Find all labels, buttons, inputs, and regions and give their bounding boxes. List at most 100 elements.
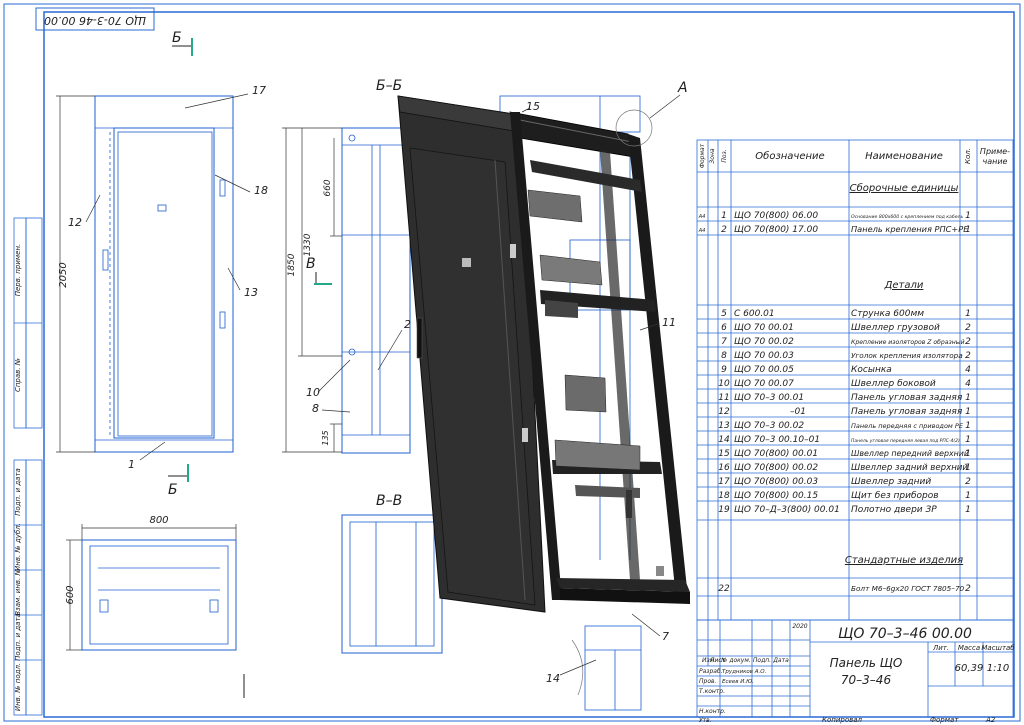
- spec-row-format: А4: [698, 228, 706, 234]
- section-mark-v: В: [306, 256, 332, 285]
- spec-row-name: Панель угловая задняя: [851, 393, 963, 403]
- spec-header-designation: Обозначение: [755, 150, 824, 162]
- spec-row-qty: 1: [965, 309, 971, 319]
- tb-name-line1: Панель ЩО: [830, 656, 903, 670]
- spec-row-pos: 11: [718, 393, 729, 403]
- spec-row-name: Полотно двери ЗР: [851, 505, 937, 515]
- spec-row-qty: 1: [965, 463, 971, 473]
- callout-10: 10: [306, 386, 320, 399]
- bottom-detail: 14: [546, 625, 642, 711]
- spec-row-pos: 15: [718, 449, 730, 459]
- callout-14: 14: [546, 672, 560, 685]
- strip-label-dubl: Инв. № дубл.: [14, 523, 22, 571]
- spec-row-designation: С 600.01: [734, 309, 775, 319]
- spec-row-format: А4: [698, 214, 706, 220]
- spec-row-qty: 4: [965, 379, 971, 389]
- section-mark-b-top: Б: [172, 30, 193, 56]
- spec-header-note-2: чание: [983, 157, 1008, 166]
- spec-row-name: Косынка: [851, 365, 892, 375]
- spec-header-format: Формат: [699, 143, 706, 168]
- side-dim-1330: 1330: [303, 233, 313, 256]
- callout-8: 8: [312, 402, 319, 415]
- section-details: Детали: [884, 280, 924, 291]
- plan-width-dim: 800: [149, 515, 168, 526]
- side-view: Б–Б 1850 1330 660 135 2 10 8: [282, 78, 411, 454]
- spec-row-qty: 1: [965, 435, 971, 445]
- spec-row-name: Основание 800х600 с креплением под кабел…: [851, 214, 963, 220]
- spec-row-name: Панель передняя с приводом РЕ: [851, 422, 964, 430]
- spec-row-designation: –01: [790, 407, 806, 417]
- spec-row-name: Швеллер передний верхний: [851, 449, 969, 458]
- section-vv-title: В–В: [376, 493, 402, 509]
- spec-row-qty: 2: [965, 584, 971, 594]
- svg-text:В: В: [306, 256, 316, 272]
- spec-row-name: Струнка 600мм: [851, 309, 924, 319]
- spec-row-pos: 16: [718, 463, 730, 473]
- spec-row-qty: 2: [965, 323, 971, 333]
- spec-row-name: Панель крепления РПС+РЕ: [851, 224, 969, 234]
- plan-depth-dim: 600: [65, 585, 76, 604]
- spec-row-name: Панель угловая задняя: [851, 407, 963, 417]
- spec-row-qty: 2: [965, 477, 971, 487]
- title-block: 2020 Изм. Лист № докум. Подп. Дата Разра…: [696, 619, 1015, 724]
- tb-code: ЩО 70–3–46 00.00: [838, 626, 972, 642]
- detail-a-label: А: [677, 80, 688, 96]
- spec-row-designation: ЩО 70 00.03: [734, 351, 794, 361]
- callout-13: 13: [244, 286, 258, 299]
- callout-1: 1: [128, 458, 135, 471]
- svg-text:Подп.: Подп.: [753, 657, 771, 664]
- spec-row-qty: 1: [965, 449, 971, 459]
- spec-row-qty: 1: [965, 491, 971, 501]
- spec-row-qty: 1: [965, 225, 971, 235]
- tb-mass: 60,39: [955, 663, 984, 674]
- spec-row-pos: 1: [721, 211, 727, 221]
- spec-table: Формат Зона Поз. Обозначение Наименовани…: [696, 139, 1014, 621]
- section-mark-b-bottom: Б: [168, 464, 189, 498]
- spec-row-name: Щит без приборов: [851, 491, 939, 501]
- front-view: 2050 17 18 12 13 1: [56, 84, 268, 471]
- spec-row-designation: ЩО 70(800) 17.00: [734, 225, 818, 235]
- section-standard: Стандартные изделия: [845, 555, 963, 566]
- spec-row-pos: 18: [718, 491, 730, 501]
- strip-label-perv: Перв. примен.: [14, 244, 22, 297]
- spec-row-name: Швеллер боковой: [851, 379, 936, 389]
- spec-row-pos: 13: [718, 421, 730, 431]
- spec-header-qty: Кол.: [964, 148, 972, 164]
- spec-row-qty: 1: [965, 407, 971, 417]
- spec-row-designation: ЩО 70–3 00.10–01: [734, 435, 820, 445]
- tb-prov-name: Есеев И.Ю.: [722, 679, 754, 685]
- spec-row-designation: ЩО 70 00.01: [734, 323, 794, 333]
- left-strip: Перв. примен. Справ. № Подп. и дата Инв.…: [13, 217, 43, 716]
- spec-row-pos: 8: [721, 351, 727, 361]
- section-bb-title: Б–Б: [376, 78, 402, 94]
- spec-row-pos: 19: [718, 505, 730, 515]
- spec-row-name: Панель угловая передняя левая под РПС-4(…: [851, 438, 960, 444]
- plan-view: 800 600: [65, 515, 237, 651]
- spec-row-qty: 1: [965, 211, 971, 221]
- outer-frame: [3, 3, 1021, 722]
- svg-text:Т.контр.: Т.контр.: [699, 688, 725, 695]
- spec-row-qty: 1: [965, 393, 971, 403]
- spec-row-pos: 14: [718, 435, 730, 445]
- callout-18: 18: [254, 184, 268, 197]
- section-vv: В–В: [341, 493, 443, 654]
- svg-text:Лит.: Лит.: [932, 644, 949, 652]
- svg-text:Б: Б: [168, 482, 178, 498]
- spec-row-designation: ЩО 70(800) 06.00: [734, 211, 818, 221]
- rotated-drawing-code: ЩО 70-3-46 00.00: [44, 14, 146, 27]
- front-height-dim: 2050: [58, 262, 69, 287]
- svg-text:Утв.: Утв.: [699, 717, 712, 724]
- callout-11: 11: [662, 316, 676, 329]
- spec-row-qty: 1: [965, 421, 971, 431]
- svg-text:Пров.: Пров.: [699, 678, 717, 685]
- spec-row-designation: ЩО 70 00.07: [734, 379, 794, 389]
- callout-7: 7: [662, 630, 669, 643]
- tb-name-line2: 70–3–46: [841, 673, 892, 687]
- spec-row-designation: ЩО 70(800) 00.01: [734, 449, 818, 459]
- spec-row-designation: ЩО 70–3 00.01: [734, 393, 804, 403]
- spec-row-designation: ЩО 70(800) 00.15: [734, 491, 818, 501]
- spec-row-designation: ЩО 70 00.05: [734, 365, 794, 375]
- svg-text:Дата: Дата: [772, 657, 789, 664]
- tb-format-label: Формат: [930, 716, 959, 724]
- rotated-code-box: ЩО 70-3-46 00.00: [35, 7, 155, 31]
